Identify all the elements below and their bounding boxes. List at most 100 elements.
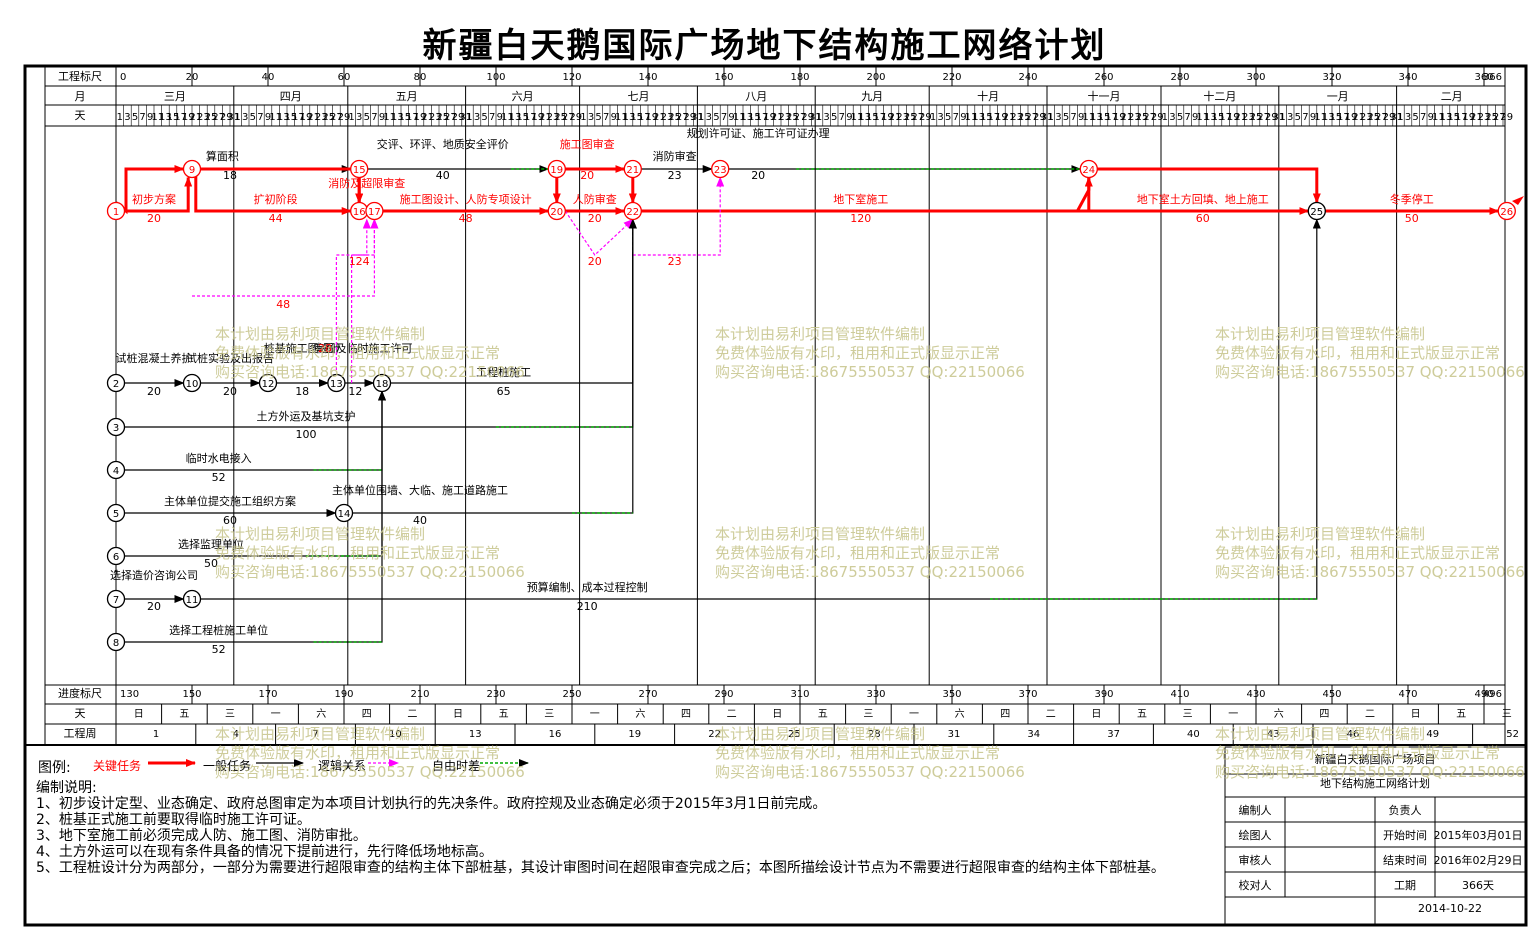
watermark: 本计划由易利项目管理软件编制免费体验版有水印，租用和正式版显示正常购买咨询电话:… <box>1215 725 1525 781</box>
day-label: 19 <box>1462 112 1475 123</box>
day-label: 5 <box>481 112 487 123</box>
day-label: 25 <box>904 112 917 123</box>
day-label: 5 <box>945 112 951 123</box>
day-label: 9 <box>379 112 385 123</box>
progress-tick-label: 430 <box>1246 689 1265 700</box>
day-label: 23 <box>1360 112 1373 123</box>
duration-label: 60 <box>223 514 237 527</box>
day-label: 15 <box>167 112 180 123</box>
day-label: 23 <box>661 112 674 123</box>
progress-tick-label: 410 <box>1170 689 1189 700</box>
node-circle <box>1079 159 1098 179</box>
month-label: 七月 <box>628 90 650 103</box>
day-label: 15 <box>516 112 529 123</box>
note-1: 1、初步设计定型、业态确定、政府总图审定为本项目计划执行的先决条件。政府控规及业… <box>36 796 827 812</box>
progress-tick-label: 230 <box>486 689 505 700</box>
node-circle <box>350 159 369 179</box>
logic-relation <box>564 210 634 256</box>
day-label: 15 <box>1329 112 1342 123</box>
node-circle <box>1497 201 1516 221</box>
day-label: 11 <box>965 112 978 123</box>
weekday-label: 六 <box>635 708 645 720</box>
progress-tick-label: 150 <box>182 689 201 700</box>
day-label: 27 <box>1375 112 1388 123</box>
day-label: 9 <box>728 112 734 123</box>
node-circle <box>372 373 392 393</box>
watermark: 本计划由易利项目管理软件编制免费体验版有水印，租用和正式版显示正常购买咨询电话:… <box>215 325 525 381</box>
node-circle <box>327 373 346 393</box>
day-label: 29 <box>683 112 696 123</box>
day-label: 21 <box>1470 112 1483 123</box>
progress-tick-label: 390 <box>1094 689 1113 700</box>
day-label: 9 <box>611 112 617 123</box>
day-label: 5 <box>831 112 837 123</box>
annotation-label: 消防及超限审查 <box>328 176 405 190</box>
tb-cell: 编制人 <box>1239 803 1272 817</box>
day-label: 27 <box>1143 112 1156 123</box>
weekday-label: 日 <box>134 709 144 720</box>
day-label: 23 <box>197 112 210 123</box>
progress-tick-label: 170 <box>258 689 277 700</box>
weekday-label: 三 <box>544 709 554 720</box>
scale-tick-label: 260 <box>1094 72 1113 83</box>
day-label: 15 <box>1212 112 1225 123</box>
week-label: 22 <box>708 729 721 740</box>
week-label: 31 <box>948 729 961 740</box>
weekday-label: 四 <box>681 709 691 720</box>
node-circle <box>365 201 384 221</box>
weekday-label: 六 <box>316 708 326 720</box>
tb-drawing: 地下结构施工网络计划 <box>1320 776 1430 790</box>
day-label: 1 <box>816 112 822 123</box>
progress-tick-label: 310 <box>790 689 809 700</box>
day-label: 3 <box>356 112 362 123</box>
day-label: 29 <box>1033 112 1046 123</box>
day-label: 11 <box>615 112 628 123</box>
tb-cell: 绘图人 <box>1239 828 1272 842</box>
day-label: 23 <box>1478 112 1491 123</box>
day-label: 29 <box>1265 112 1278 123</box>
progress-tick-label: 290 <box>714 689 733 700</box>
activity-label: 交评、环评、地质安全评价 <box>377 137 509 151</box>
day-label: 13 <box>858 112 871 123</box>
day-label: 21 <box>889 112 902 123</box>
annotation-label: 初步方案 <box>132 192 176 206</box>
node-number: 26 <box>1500 207 1513 218</box>
node-number: 23 <box>714 165 727 176</box>
tb-cell: 工期 <box>1394 879 1416 892</box>
note-2: 2、桩基正式施工前要取得临时施工许可证。 <box>36 812 311 828</box>
month-label: 三月 <box>164 90 186 103</box>
day-label: 5 <box>1295 112 1301 123</box>
node-number: 5 <box>113 509 119 520</box>
activity-label: 消防审查 <box>653 149 697 163</box>
day-label: 1 <box>1279 112 1285 123</box>
scale-tick-label: 360 <box>1474 72 1493 83</box>
node-circle <box>623 201 642 221</box>
weekday-label: 四 <box>362 709 372 720</box>
node-number: 13 <box>330 379 343 390</box>
node-number: 1 <box>113 207 119 218</box>
week-label: 52 <box>1506 729 1519 740</box>
node-number: 21 <box>626 165 639 176</box>
node-number: 4 <box>113 466 119 477</box>
weekday-label: 三 <box>1183 709 1193 720</box>
activity-label: 选择监理单位 <box>178 537 244 551</box>
day-label: 3 <box>588 112 594 123</box>
day-label: 11 <box>151 112 164 123</box>
day-label: 17 <box>873 112 886 123</box>
day-label: 27 <box>562 112 575 123</box>
day-label: 25 <box>554 112 567 123</box>
day-label: 17 <box>987 112 1000 123</box>
day-label: 15 <box>630 112 643 123</box>
day-label: 17 <box>1219 112 1232 123</box>
activity-label: 施工图设计、人防专项设计 <box>400 192 532 206</box>
node-circle <box>623 159 642 179</box>
months-label: 月 <box>75 90 86 103</box>
duration-label: 50 <box>1405 212 1419 225</box>
month-label: 十一月 <box>1088 89 1121 103</box>
weekday-label: 三 <box>225 709 235 720</box>
day-label: 29 <box>220 112 233 123</box>
day-label: 11 <box>851 112 864 123</box>
node-circle <box>334 503 354 523</box>
day-label: 13 <box>1204 112 1217 123</box>
day-label: 29 <box>338 112 351 123</box>
